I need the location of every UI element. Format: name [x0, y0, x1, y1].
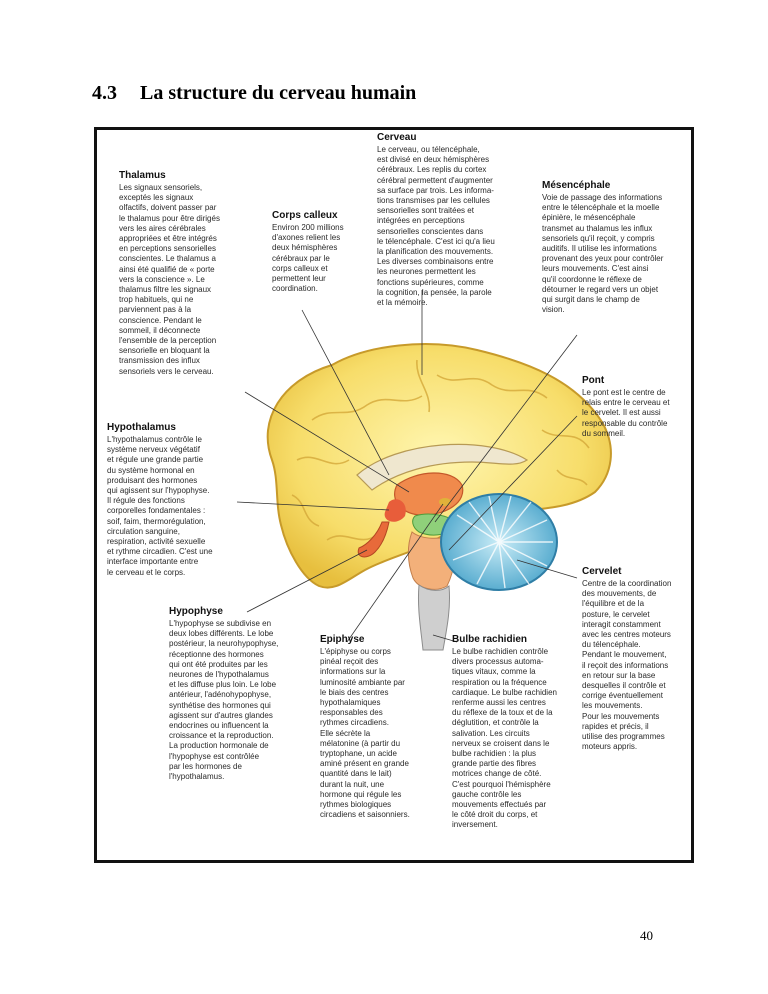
leader-line-pont: [448, 415, 578, 551]
pont-text: Le pont est le centre de relais entre le…: [582, 388, 670, 438]
label-corps-calleux: Corps calleux Environ 200 millions d'axo…: [272, 210, 367, 294]
section-title: La structure du cerveau humain: [140, 82, 417, 104]
label-thalamus: Thalamus Les signaux sensoriels, excepté…: [119, 170, 259, 377]
cervelet-title: Cervelet: [582, 566, 622, 577]
pineal-shape: [439, 498, 451, 506]
pituitary-shape: [357, 521, 390, 558]
leader-line-hypothalamus: [236, 501, 390, 511]
hypophyse-title: Hypophyse: [169, 606, 223, 617]
hypothalamus-text: L'hypothalamus contrôle le système nerve…: [107, 435, 213, 577]
label-cervelet: Cervelet Centre de la coordination des m…: [582, 566, 687, 752]
bulbe-text: Le bulbe rachidien contrôle divers proce…: [452, 647, 557, 830]
hypothalamus-shape: [384, 499, 406, 522]
label-epiphyse: Epiphyse L'épiphyse ou corps pinéal reço…: [320, 634, 438, 820]
thalamus-title: Thalamus: [119, 170, 166, 181]
corps-calleux-title: Corps calleux: [272, 210, 338, 221]
hypophyse-text: L'hypophyse se subdivise en deux lobes d…: [169, 619, 279, 782]
cervelet-text: Centre de la coordination des mouvements…: [582, 579, 672, 752]
bulbe-title: Bulbe rachidien: [452, 634, 528, 645]
corps-calleux-text: Environ 200 millions d'axones relient le…: [272, 223, 344, 294]
epiphyse-title: Epiphyse: [320, 634, 365, 645]
section-number: 4.3: [92, 82, 117, 104]
label-hypothalamus: Hypothalamus L'hypothalamus contrôle le …: [107, 422, 242, 578]
section-heading: 4.3 La structure du cerveau humain: [92, 82, 416, 105]
label-mesencephale: Mésencéphale Voie de passage des informa…: [542, 180, 690, 315]
cerveau-title: Cerveau: [377, 132, 417, 143]
mesencephale-title: Mésencéphale: [542, 180, 611, 191]
medulla-shape: [417, 584, 451, 651]
page-number: 40: [640, 928, 653, 943]
leader-line-thalamus: [244, 391, 410, 493]
epiphyse-text: L'épiphyse ou corps pinéal reçoit des in…: [320, 647, 410, 820]
leader-line-cervelet: [516, 559, 578, 579]
cerveau-text: Le cerveau, ou télencéphale, est divisé …: [377, 145, 495, 308]
pont-title: Pont: [582, 375, 605, 386]
leader-line-mesencephale: [434, 334, 578, 523]
hypothalamus-title: Hypothalamus: [107, 422, 176, 433]
label-pont: Pont Le pont est le centre de relais ent…: [582, 375, 687, 439]
cerebrum-shape: [266, 343, 612, 589]
brain-illustration: [236, 290, 612, 651]
leader-line-epiphyse: [346, 503, 444, 643]
brain-figure: Cerveau Le cerveau, ou télencéphale, est…: [94, 127, 694, 863]
thalamus-text: Les signaux sensoriels, exceptés les sig…: [119, 183, 220, 376]
leader-line-corps-calleux: [301, 309, 390, 476]
leader-line-hypophyse: [246, 549, 368, 613]
label-cerveau: Cerveau Le cerveau, ou télencéphale, est…: [377, 132, 557, 308]
label-hypophyse: Hypophyse L'hypophyse se subdivise en de…: [169, 606, 309, 782]
leader-line-bulbe: [432, 634, 458, 643]
corpus-callosum-shape: [356, 443, 529, 491]
mesencephale-text: Voie de passage des informations entre l…: [542, 193, 664, 315]
label-bulbe-rachidien: Bulbe rachidien Le bulbe rachidien contr…: [452, 634, 577, 831]
